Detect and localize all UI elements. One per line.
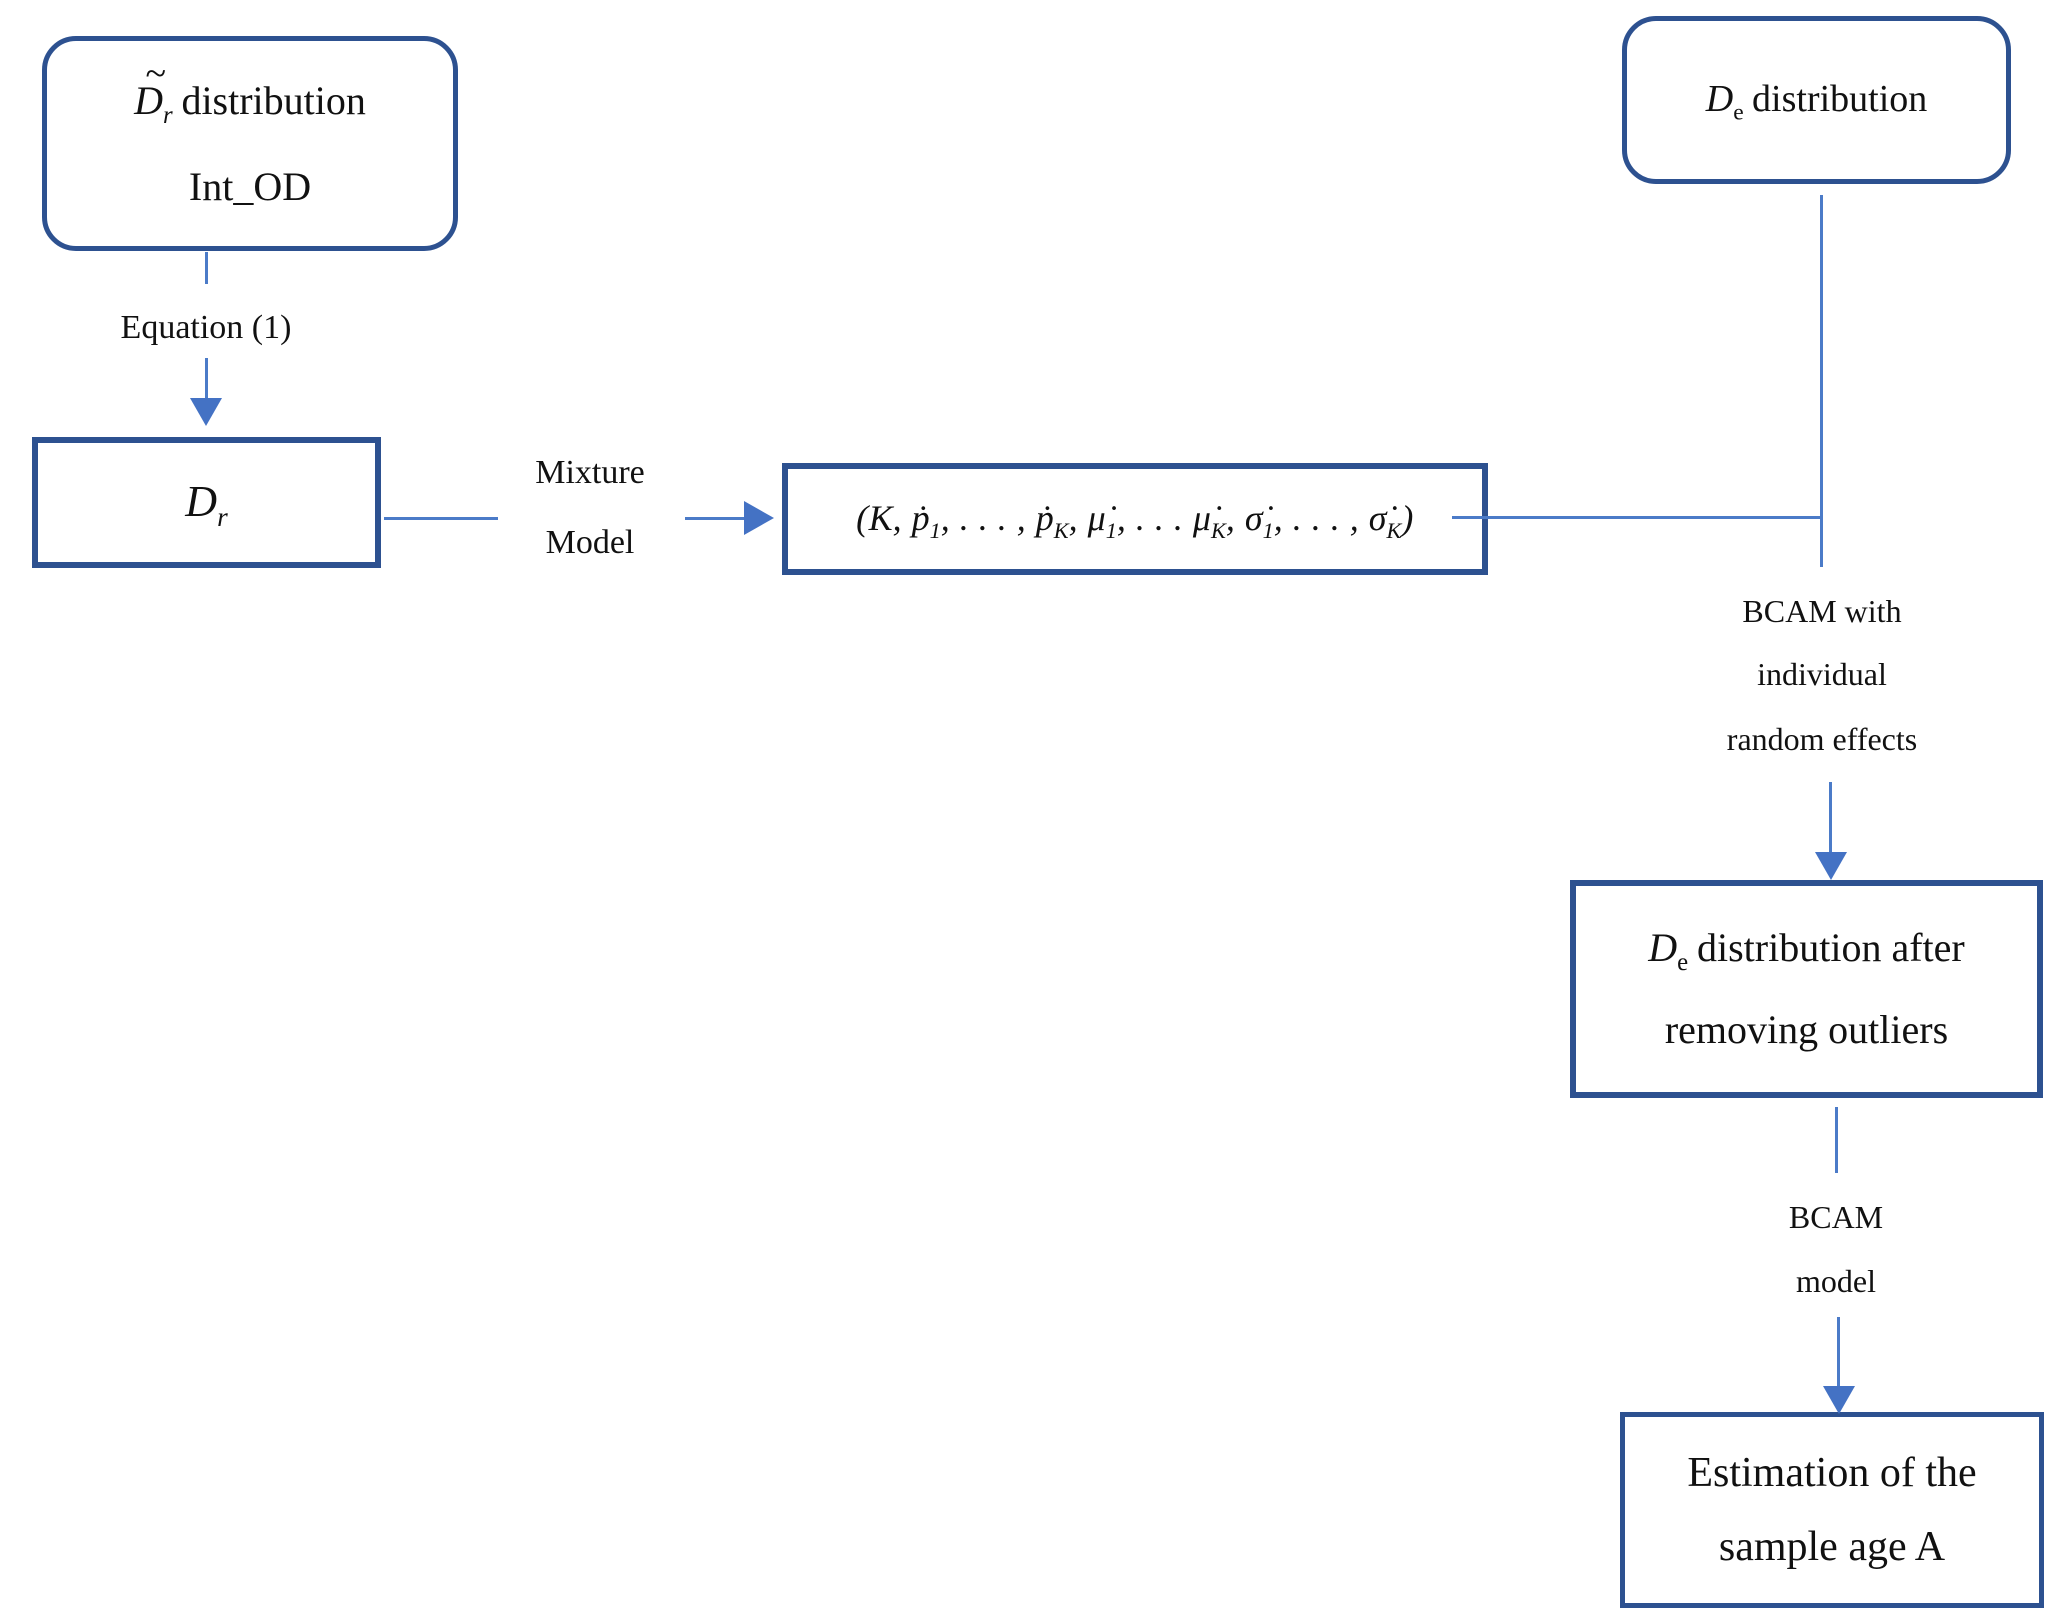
edge-label-model: Model [545,524,635,561]
connector-de-vertical [1820,195,1823,567]
node-mixture-parameters: (K, ṗ1, . . . , ṗK, μ̇1, . . . μ̇K, σ̇1,… [782,463,1488,575]
int-od-label: Int_OD [188,163,312,209]
connector-declean-stub [1835,1107,1838,1173]
connector-intod-dr-shaft [205,358,208,400]
arrowhead-down-icon [1823,1386,1855,1414]
node-estimation-sample-age: Estimation of the sample age A [1620,1412,2044,1608]
edge-label-individual: individual [1757,656,1887,692]
edge-label-equation-1: Equation (1) [120,309,292,346]
edge-label-random-effects: random effects [1726,721,1918,757]
connector-intod-stub [205,252,208,284]
arrowhead-right-icon [744,501,774,535]
edge-label-bcam: BCAM [1788,1199,1884,1235]
d-tilde-symbol: ~D [134,53,167,123]
node-dr: Dr [32,437,381,568]
de-after-outliers-line2: removing outliers [1664,1007,1949,1052]
arrowhead-down-icon [190,398,222,426]
connector-dr-params-shaft [685,517,745,520]
dr-title: Dr [185,477,228,532]
edge-label-bcam-with: BCAM with [1742,593,1902,629]
edge-label-model: model [1796,1263,1876,1299]
arrowhead-down-icon [1815,852,1847,880]
connector-params-junction [1452,516,1822,519]
edge-label-mixture: Mixture [535,454,645,491]
estimation-line1: Estimation of the [1687,1449,1977,1496]
connector-dr-stub [384,517,498,520]
connector-bcamre-shaft [1829,782,1832,854]
estimation-line2: sample age A [1718,1524,1946,1570]
connector-bcammodel-shaft [1837,1317,1840,1389]
mixture-parameters-formula: (K, ṗ1, . . . , ṗK, μ̇1, . . . μ̇K, σ̇1,… [856,498,1414,544]
